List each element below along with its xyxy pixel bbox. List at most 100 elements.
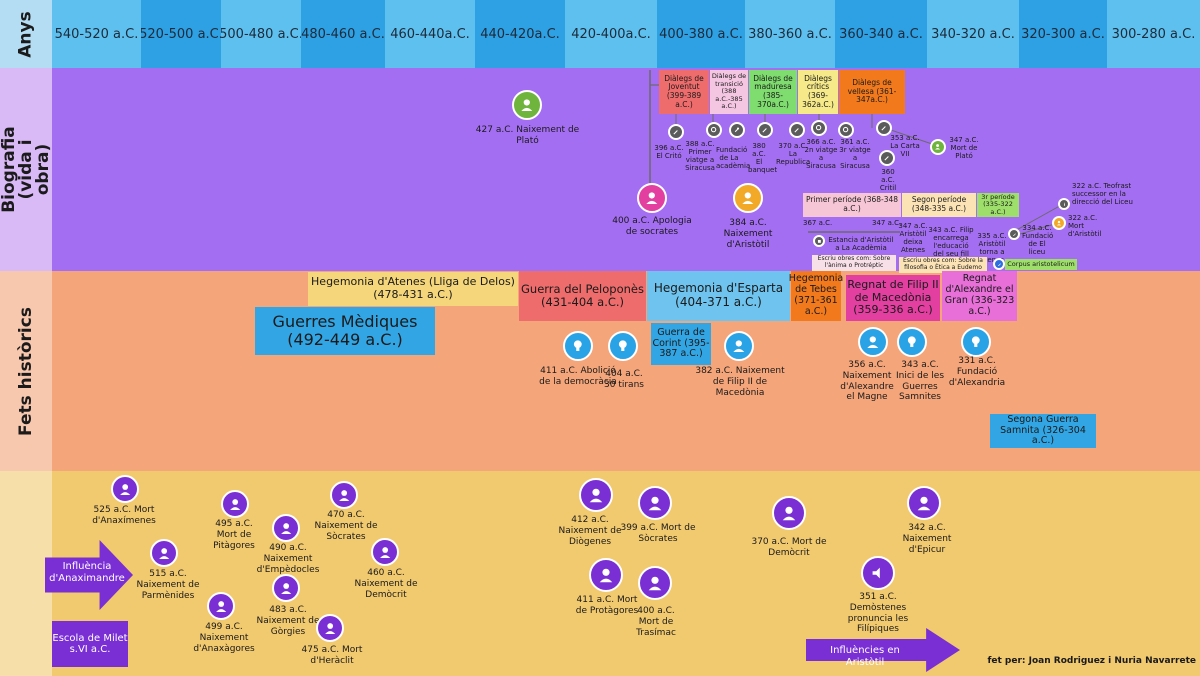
event-viatge2: 366 a.C. 2n viatge a Siracusa [804, 138, 838, 171]
event-naixement-socrates: 470 a.C. Naixement de Sòcrates [314, 510, 378, 542]
person-icon [637, 183, 667, 213]
event-viatge3: 361 a.C. 3r viatge a Siracusa [839, 138, 871, 171]
event-hegemonia-esparta: Hegemonia d'Esparta (404-371 a.C.) [647, 271, 790, 321]
dialogs-vellesa: Diàlegs de vellesa (361-347a.C.) [839, 70, 905, 114]
row-label-persons [0, 471, 52, 676]
influence-aristotil-label: Influències en Aristòtil [830, 645, 900, 668]
event-banquet: 380 a.C. El banquet [748, 142, 778, 175]
person-icon [733, 183, 763, 213]
event-naixement-aristotil: 384 a.C. Naixement d'Aristòtil [723, 218, 773, 250]
event-naixement-filip: 382 a.C. Naixement de Filip II de Macedò… [695, 366, 785, 398]
event-apologia: 400 a.C. Apologia de socrates [612, 216, 692, 237]
event-fundacio-alexandria: 331 a.C. Fundació d'Alexandria [948, 356, 1006, 388]
event-naixement-empedocles: 490 a.C. Naixement d'Empèdocles [256, 543, 320, 575]
speaker-icon [861, 556, 895, 590]
event-academia: Fundació de La acadèmia [716, 146, 751, 171]
person-icon [858, 327, 888, 357]
event-naixement-anaxagores: 499 a.C. Naixement d'Anaxàgores [193, 622, 255, 654]
lightbulb-icon [961, 327, 991, 357]
aristotil-obres2: Escriu obres com: Sobre la filosofia o È… [899, 257, 987, 273]
event-hegemonia-atenes: Hegemonia d'Atenes (Lliga de Delos) (478… [308, 272, 518, 306]
event-mort-democrit: 370 a.C. Mort de Demòcrit [751, 537, 827, 558]
dialogs-joventut: Diàlegs de Joventut (399-389 a.C.) [659, 70, 709, 114]
year-cell: 380-360 a.C. [745, 0, 835, 68]
year-cell: 420-400a.C. [565, 0, 657, 68]
aristotil-y367: 367 a.C. [803, 219, 833, 227]
event-guerres-mediques: Guerres Mèdiques (492-449 a.C.) [255, 307, 435, 355]
biography-band [0, 68, 1200, 271]
event-guerra-peloponnes: Guerra del Peloponès (431-404 a.C.) [519, 271, 646, 321]
event-mort-protagores: 411 a.C. Mort de Protàgores [575, 595, 639, 616]
info-icon [1058, 198, 1070, 210]
year-cell: 360-340 a.C. [835, 0, 927, 68]
person-icon [330, 481, 358, 509]
row-label-biography-text: Biografia (vida i obra) [0, 126, 53, 213]
row-label-events: Fets històrics [0, 271, 52, 471]
escola-milet: Escola de Milet s.VI a.C. [52, 621, 128, 667]
gear-icon [811, 120, 827, 136]
year-cell: 400-380 a.C. [657, 0, 745, 68]
book-icon [813, 235, 825, 247]
person-icon [207, 592, 235, 620]
event-naixement-epicur: 342 a.C. Naixement d'Epicur [902, 523, 952, 555]
event-inici-guerres-samnites: 343 a.C. Inici de les Guerres Samnites [896, 360, 945, 403]
person-icon [579, 478, 613, 512]
row-label-events-text: Fets històrics [15, 306, 36, 436]
event-naixement-parmenides: 515 a.C. Naixement de Parmènides [136, 569, 200, 601]
event-abolicio: 411 a.C. Abolició de la democràcia [539, 366, 617, 387]
event-regnat-alexandre: Regnat d'Alexandre el Gran (336-323 a.C.… [942, 271, 1017, 321]
person-icon [272, 514, 300, 542]
lightbulb-icon [563, 331, 593, 361]
event-guerra-corint: Guerra de Corint (395-387 a.C.) [651, 323, 711, 365]
year-cell: 540-520 a.C. [52, 0, 141, 68]
event-naixement-diogenes: 412 a.C. Naixement de Diògenes [558, 515, 622, 547]
event-naixement-plato: 427 a.C. Naixement de Plató [475, 125, 580, 146]
person-icon [150, 539, 178, 567]
credit-text: fet per: Joan Rodriguez i Nuria Navarret… [987, 656, 1196, 666]
event-mort-trasimac: 400 a.C. Mort de Trasímac [636, 606, 676, 638]
year-cell: 520-500 a.C. [141, 0, 221, 68]
aristotil-y347: 347 a.C. [872, 219, 902, 227]
person-icon [316, 614, 344, 642]
pencil-icon [668, 124, 684, 140]
person-icon [221, 490, 249, 518]
aristotil-filip: 343 a.C. Filip encarrega l'educació del … [928, 226, 974, 259]
aristotil-corpus: Corpus aristotelicum [1005, 259, 1077, 270]
pencil-icon [879, 150, 895, 166]
row-label-years-text: Anys [15, 10, 36, 58]
event-hegemonia-tebes: Hegemonia de Tebes (371-361 a.C.) [789, 271, 843, 321]
pencil-icon [789, 122, 805, 138]
event-republica: 370 a.C. La Republica [776, 142, 811, 167]
event-regnat-filip: Regnat de Filip II de Macedònia (359-336… [846, 275, 940, 321]
event-mort-socrates: 399 a.C. Mort de Sòcrates [620, 523, 696, 544]
aristotil-periode1: Primer període (368-348 a.C.) [803, 193, 901, 217]
pencil-icon [757, 122, 773, 138]
event-guerra-samnita: Segona Guerra Samnita (326-304 a.C.) [990, 414, 1096, 448]
year-cell: 300-280 a.C. [1107, 0, 1200, 68]
wrench-icon [729, 122, 745, 138]
gear-icon [838, 122, 854, 138]
aristotil-teofrast: 322 a.C. Teofrast successor en la direcc… [1072, 182, 1133, 207]
person-icon [930, 139, 946, 155]
row-label-years: Anys [0, 0, 52, 68]
person-icon [772, 496, 806, 530]
aristotil-deixa: 347 a.C. Aristòtil deixa Atenes [898, 222, 928, 255]
year-cell: 340-320 a.C. [927, 0, 1019, 68]
event-mort-heraclit: 475 a.C. Mort d'Heràclit [301, 645, 363, 666]
event-critio: 396 a.C. El Critó [654, 144, 684, 161]
row-label-biography: Biografia (vida i obra) [0, 68, 53, 271]
person-icon [638, 486, 672, 520]
aristotil-periode3: 3r període (335-322 a.C.) [977, 193, 1019, 217]
dialogs-critics: Diàlegs crítics (369-362a.C.) [798, 70, 838, 114]
event-mort-plato: 347 a.C. Mort de Plató [949, 136, 979, 161]
aristotil-liceu: 334 a.C. Fundació de El liceu [1022, 224, 1054, 257]
year-cell: 480-460 a.C. [301, 0, 385, 68]
pencil-icon [876, 120, 892, 136]
person-icon [371, 538, 399, 566]
lightbulb-icon [897, 327, 927, 357]
year-cell: 440-420a.C. [475, 0, 565, 68]
pencil-icon [993, 258, 1005, 270]
dialogs-maduresa: Diàlegs de maduresa (385-370a.C.) [749, 70, 797, 114]
dialogs-transicio: Diàlegs de transició (388 a.C.-385 a.C.) [710, 70, 748, 114]
influence-anaximandre-label: Influència d'Anaximandre [49, 561, 125, 584]
